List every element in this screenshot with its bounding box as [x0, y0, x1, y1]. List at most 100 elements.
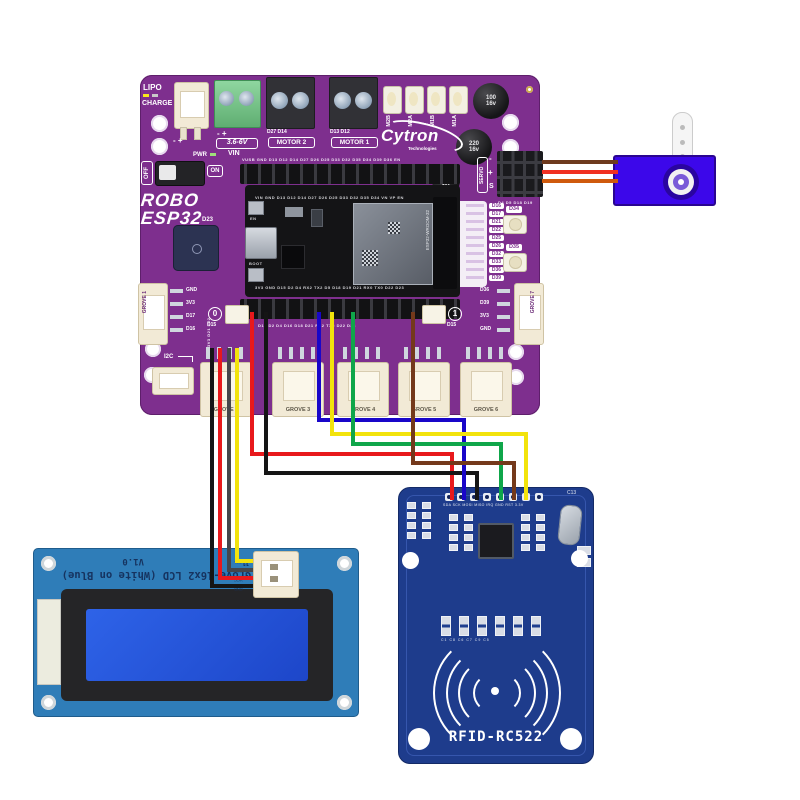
antenna-arc — [433, 633, 553, 753]
motor2-pins: D27 D14 — [267, 129, 287, 135]
antenna-arc — [441, 633, 561, 753]
red-wire — [250, 312, 254, 456]
charge-led — [143, 94, 149, 97]
gpio-pin-label: D36 — [489, 267, 504, 273]
blue-wire — [317, 312, 321, 422]
yellow-wire — [235, 559, 258, 563]
lipo-pin — [180, 127, 187, 140]
pin — [497, 302, 510, 306]
crystal-oscillator — [556, 503, 584, 547]
servo-hub-screw — [678, 179, 684, 185]
motor-led — [383, 86, 402, 114]
grove-label: GROVE 5 — [411, 407, 437, 413]
yellow-wire — [330, 432, 528, 436]
charge-label: CHARGE — [142, 100, 173, 107]
resistor-array — [449, 514, 473, 551]
d34-button[interactable] — [503, 215, 527, 234]
red-wire — [250, 452, 454, 456]
top-header-labels: VUSB GND D13 D12 D14 D27 D26 D25 D33 D32… — [242, 157, 401, 162]
vin-polarity: - + — [217, 129, 227, 138]
gpio-pin-label: D22 — [489, 227, 504, 233]
mount-hole — [408, 728, 430, 750]
rgb1-mark: 1 — [448, 307, 462, 321]
grove-pin-strip — [466, 347, 508, 359]
mount-hole — [402, 552, 419, 569]
lcd-16x2-module: V1.0 Grove-16x2 LCD (White on Blue) J1 S… — [33, 548, 359, 717]
en-label: EN — [250, 216, 257, 221]
pin — [170, 302, 183, 306]
esp32-top-pins: VIN GND D13 D12 D14 D27 D26 D25 D33 D32 … — [255, 195, 404, 200]
motor1-pins: D13 D12 — [330, 129, 350, 135]
mount-hole — [560, 728, 582, 750]
grove-pin-strip — [343, 347, 385, 359]
motor1-label: MOTOR 1 — [331, 137, 378, 148]
gpio-status-leds — [466, 204, 484, 284]
terminal-screw — [239, 91, 254, 106]
mount-hole — [508, 344, 524, 360]
servo-row-plus: + — [488, 168, 493, 177]
mount-hole — [151, 115, 168, 132]
pin-label: D36 — [480, 287, 490, 293]
yellow-wire — [235, 348, 239, 563]
lipo-polarity: - + — [173, 136, 183, 145]
pin-label: 3V3 — [186, 300, 195, 306]
motor-led — [405, 86, 424, 114]
grove-label: GROVE 2 — [213, 407, 239, 413]
d35-button[interactable] — [503, 253, 527, 272]
pin-label: 3V3 — [480, 313, 489, 319]
black-wire — [264, 471, 479, 475]
terminal-screw — [355, 92, 372, 109]
brand-sub: Technologies — [408, 146, 437, 151]
servo-header-label: SERVO — [477, 157, 488, 193]
resistor-array — [407, 502, 431, 539]
pin — [170, 289, 183, 293]
antenna-arc — [481, 673, 521, 713]
rgb-led — [225, 305, 249, 324]
grove4-connector: GROVE 4 — [337, 362, 389, 417]
en-button[interactable] — [248, 201, 264, 215]
rfid-rc522-module: SDA SCK MOSI MISO IRQ GND RST 3.3V C13 C… — [398, 487, 594, 764]
horn-hole — [680, 125, 685, 130]
pin — [497, 315, 510, 319]
antenna-center-dot — [491, 687, 499, 695]
esp32-shield: ESP32-WROOM-32 — [353, 203, 433, 285]
grove-label: GROVE 6 — [473, 407, 499, 413]
micro-usb-port[interactable] — [245, 227, 277, 259]
robo-esp32-board: LIPO CHARGE - + - + 3.6-6V VIN D27 D14 D… — [138, 75, 544, 417]
board-name-line1: ROBO — [139, 190, 201, 210]
mount-hole — [337, 556, 352, 571]
gpio-pin-label: D39 — [489, 275, 504, 281]
pin-label: D16 — [186, 326, 196, 332]
power-switch-lever[interactable] — [159, 165, 176, 180]
charge-led — [152, 94, 158, 97]
servo-header-pins: D4 D5 D18 D19 — [498, 200, 533, 205]
black-wire — [210, 348, 214, 588]
cap-value: 100 — [485, 95, 496, 101]
i2c-label: I2C — [164, 354, 174, 360]
terminal-screw — [219, 91, 234, 106]
rfid-pin-sck — [457, 493, 465, 501]
gray-wire — [227, 568, 258, 572]
rfid-pin-mosi — [470, 493, 478, 501]
cap-value: 220 — [468, 141, 479, 147]
brand-logo: Cytron — [381, 126, 439, 145]
motor-led-label: M1A — [452, 115, 458, 127]
servo-header — [497, 151, 543, 197]
pin — [170, 315, 183, 319]
terminal-screw — [292, 92, 309, 109]
grove7-label: GROVE 7 — [530, 291, 536, 314]
grove-pin-strip — [278, 347, 320, 359]
orange-wire — [542, 179, 618, 183]
rfid-pin-labels: SDA SCK MOSI MISO IRQ GND RST 3.3V — [443, 503, 524, 507]
rgb-led — [422, 305, 446, 324]
connector-contact — [270, 576, 278, 582]
mfrc522-chip — [478, 523, 514, 559]
boot-button[interactable] — [248, 268, 264, 282]
c13-label: C13 — [567, 490, 577, 496]
motor-led — [449, 86, 468, 114]
capacitor: 100 16v — [473, 83, 509, 119]
gpio-pin-label: D33 — [489, 259, 504, 265]
cap-voltage: 16v — [441, 181, 451, 187]
brown-wire — [411, 461, 516, 465]
mount-hole — [145, 341, 161, 357]
